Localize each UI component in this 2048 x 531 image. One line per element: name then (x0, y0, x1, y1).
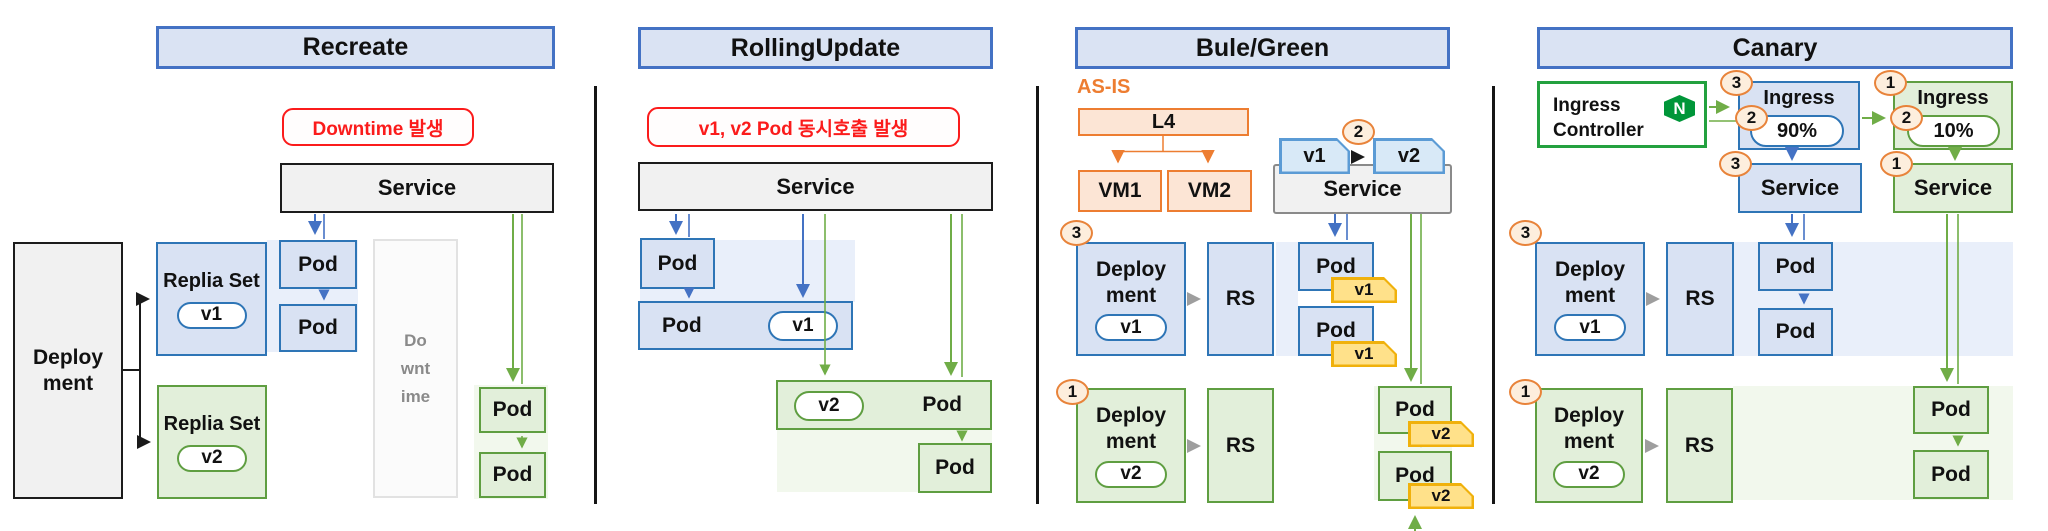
tag-label: v2 (1431, 486, 1451, 505)
pod-version-tag-v2: v2 (1408, 483, 1474, 509)
nginx-logo-icon: N (1664, 95, 1695, 122)
canary-service-canary-box: Service (1893, 163, 2013, 213)
vm1-box: VM1 (1078, 170, 1162, 212)
recreate-replicaset-v2-box: Replia Set v2 (157, 385, 267, 499)
canary-deployment-v1-box: Deploy ment v1 (1535, 242, 1645, 356)
tag-fill (1411, 486, 1472, 507)
step-badge-1: 1 (1509, 379, 1542, 405)
deployment-to-rs-v2-arrow (137, 370, 151, 449)
replicaset-label: Replia Set (163, 270, 260, 293)
rollingupdate-pod-v2-small: Pod (918, 443, 992, 493)
pod-label: Pod (922, 393, 962, 416)
ingress-label: Ingress (1917, 87, 1989, 109)
service-selector-tag-v2: v2 (1373, 138, 1445, 174)
recreate-downtime-warning: Downtime 발생 (282, 108, 474, 146)
version-pill-v2: v2 (794, 391, 864, 421)
rollingupdate-title: RollingUpdate (638, 27, 993, 69)
l4-box: L4 (1078, 108, 1249, 136)
tag-label: v1 (1303, 144, 1326, 167)
rollingupdate-pod-v2-wide: v2 Pod (776, 380, 992, 430)
tag-label: v2 (1397, 144, 1421, 167)
recreate-pod-v2-a: Pod (479, 387, 546, 433)
canary-service-main-box: Service (1738, 163, 1862, 213)
downtime-vertical-label: Downtime (400, 330, 431, 406)
bluegreen-blue-band (1276, 242, 1298, 356)
canary-title: Canary (1537, 27, 2013, 69)
tag-fill (1334, 344, 1395, 365)
ingress-controller-label: Ingress Controller (1553, 95, 1644, 141)
step-badge-3: 3 (1060, 220, 1093, 246)
pod-label: Pod (662, 314, 702, 337)
replicaset-label: Replia Set (163, 413, 261, 436)
tag-label: v1 (1354, 280, 1374, 299)
recreate-pod-v2-b: Pod (479, 452, 546, 498)
service-selector-tag-v1: v1 (1279, 138, 1350, 174)
deployment-label: Deploy ment (32, 345, 103, 395)
bluegreen-deployment-v1-box: Deploy ment v1 (1076, 242, 1186, 356)
pod-version-tag-v2: v2 (1408, 421, 1474, 447)
vm2-box: VM2 (1167, 170, 1252, 212)
ingress-label: Ingress (1763, 87, 1835, 109)
bluegreen-title: Bule/Green (1075, 27, 1450, 69)
canary-pod-v2-a: Pod (1913, 386, 1989, 434)
bluegreen-deployment-v2-box: Deploy ment v2 (1076, 388, 1186, 503)
canary-pod-v1-b: Pod (1758, 308, 1833, 356)
canary-rs-v1-box: RS (1666, 242, 1734, 356)
pod-version-tag-v1: v1 (1331, 277, 1397, 303)
bluegreen-rs-v2-box: RS (1207, 388, 1274, 503)
asis-label: AS-IS (1077, 76, 1131, 98)
deployment-label: Deploy ment (1095, 404, 1166, 453)
rollingupdate-warning: v1, v2 Pod 동시호출 발생 (647, 107, 960, 147)
recreate-title: Recreate (156, 26, 555, 69)
tag-label: v2 (1431, 424, 1451, 443)
step-badge-3: 3 (1719, 151, 1752, 177)
recreate-pod-v1-a: Pod (279, 240, 357, 289)
canary-ingress-main-box: Ingress 90% (1738, 81, 1860, 150)
step-badge-2: 2 (1735, 105, 1768, 131)
step-badge-3: 3 (1720, 70, 1753, 96)
version-pill-v1: v1 (768, 311, 838, 341)
version-pill-v2: v2 (1095, 460, 1167, 488)
rollingupdate-service-box: Service (638, 162, 993, 211)
pod-version-tag-v1: v1 (1331, 341, 1397, 367)
deployment-label: Deploy ment (1554, 257, 1625, 307)
recreate-service-box: Service (280, 163, 554, 213)
rollingupdate-pod-v1-small: Pod (640, 238, 715, 289)
canary-rs-v2-box: RS (1666, 388, 1733, 503)
canary-pod-v2-b: Pod (1913, 450, 1989, 499)
version-pill-v1: v1 (176, 301, 247, 329)
step-badge-2: 2 (1890, 105, 1923, 131)
rollingupdate-pod-v1-wide: Pod v1 (638, 301, 853, 350)
recreate-pod-v1-b: Pod (279, 304, 357, 352)
version-pill-v2: v2 (177, 444, 247, 472)
panel-divider-1 (594, 86, 597, 504)
tag-fill (1282, 141, 1348, 172)
deployment-label: Deploy ment (1553, 404, 1624, 453)
recreate-replicaset-v1-box: Replia Set v1 (156, 242, 267, 356)
step-badge-3: 3 (1509, 220, 1542, 246)
version-pill-v1: v1 (1554, 314, 1626, 342)
tag-fill (1376, 141, 1443, 172)
tag-label: v1 (1354, 344, 1374, 363)
version-pill-v2: v2 (1553, 460, 1625, 488)
panel-divider-3 (1492, 86, 1495, 504)
panel-divider-2 (1036, 86, 1039, 504)
canary-ingress-canary-box: Ingress 10% (1893, 81, 2013, 150)
deployment-to-rs-v1-arrow (123, 292, 150, 371)
step-badge-1: 1 (1880, 151, 1913, 177)
step-badge-2: 2 (1342, 119, 1375, 145)
step-badge-1: 1 (1056, 379, 1089, 405)
canary-pod-v1-a: Pod (1758, 242, 1833, 291)
recreate-downtime-column: Downtime (373, 239, 458, 498)
ingress-controller-box: Ingress Controller N (1537, 81, 1707, 148)
recreate-deployment-box: Deploy ment (13, 242, 123, 499)
canary-deployment-v2-box: Deploy ment v2 (1535, 388, 1643, 503)
deployment-label: Deploy ment (1095, 257, 1166, 307)
step-badge-1: 1 (1874, 70, 1907, 96)
version-pill-v1: v1 (1095, 314, 1167, 342)
bluegreen-rs-v1-box: RS (1207, 242, 1274, 356)
